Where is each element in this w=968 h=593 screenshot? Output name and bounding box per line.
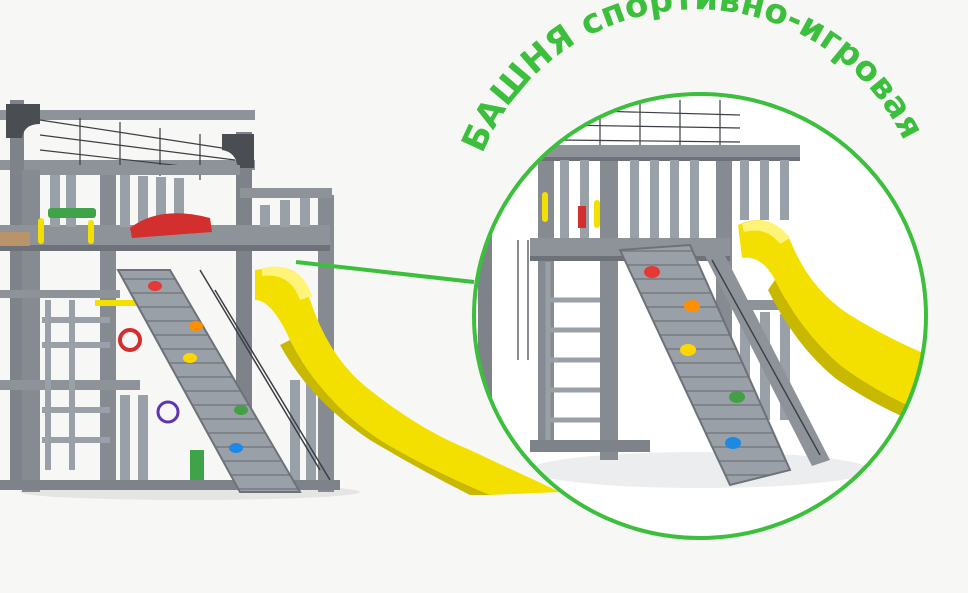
zoom-circle [472, 92, 928, 540]
climbing-hold-icon [189, 321, 203, 331]
climbing-hold-icon [684, 300, 700, 312]
slide-left [255, 266, 560, 495]
zoom-connector-line [295, 260, 475, 284]
zoom-circle-outline [472, 92, 928, 540]
green-steering-wheel [48, 208, 96, 218]
climbing-hold-icon [148, 281, 162, 291]
corner-bracket-icon [222, 134, 254, 168]
red-telescope [130, 213, 212, 238]
left-playset [0, 100, 560, 500]
climbing-hold-icon [725, 437, 741, 449]
climbing-wall-right [618, 243, 830, 487]
climbing-hold-icon [644, 266, 660, 278]
climbing-hold-icon [229, 443, 243, 453]
tower-closeup [478, 100, 926, 488]
corner-bracket-icon [6, 104, 40, 138]
climbing-hold-icon [183, 353, 197, 363]
climbing-hold-icon [729, 391, 745, 403]
climbing-wall-left [116, 269, 331, 493]
climbing-hold-icon [234, 405, 248, 415]
climbing-hold-icon [680, 344, 696, 356]
